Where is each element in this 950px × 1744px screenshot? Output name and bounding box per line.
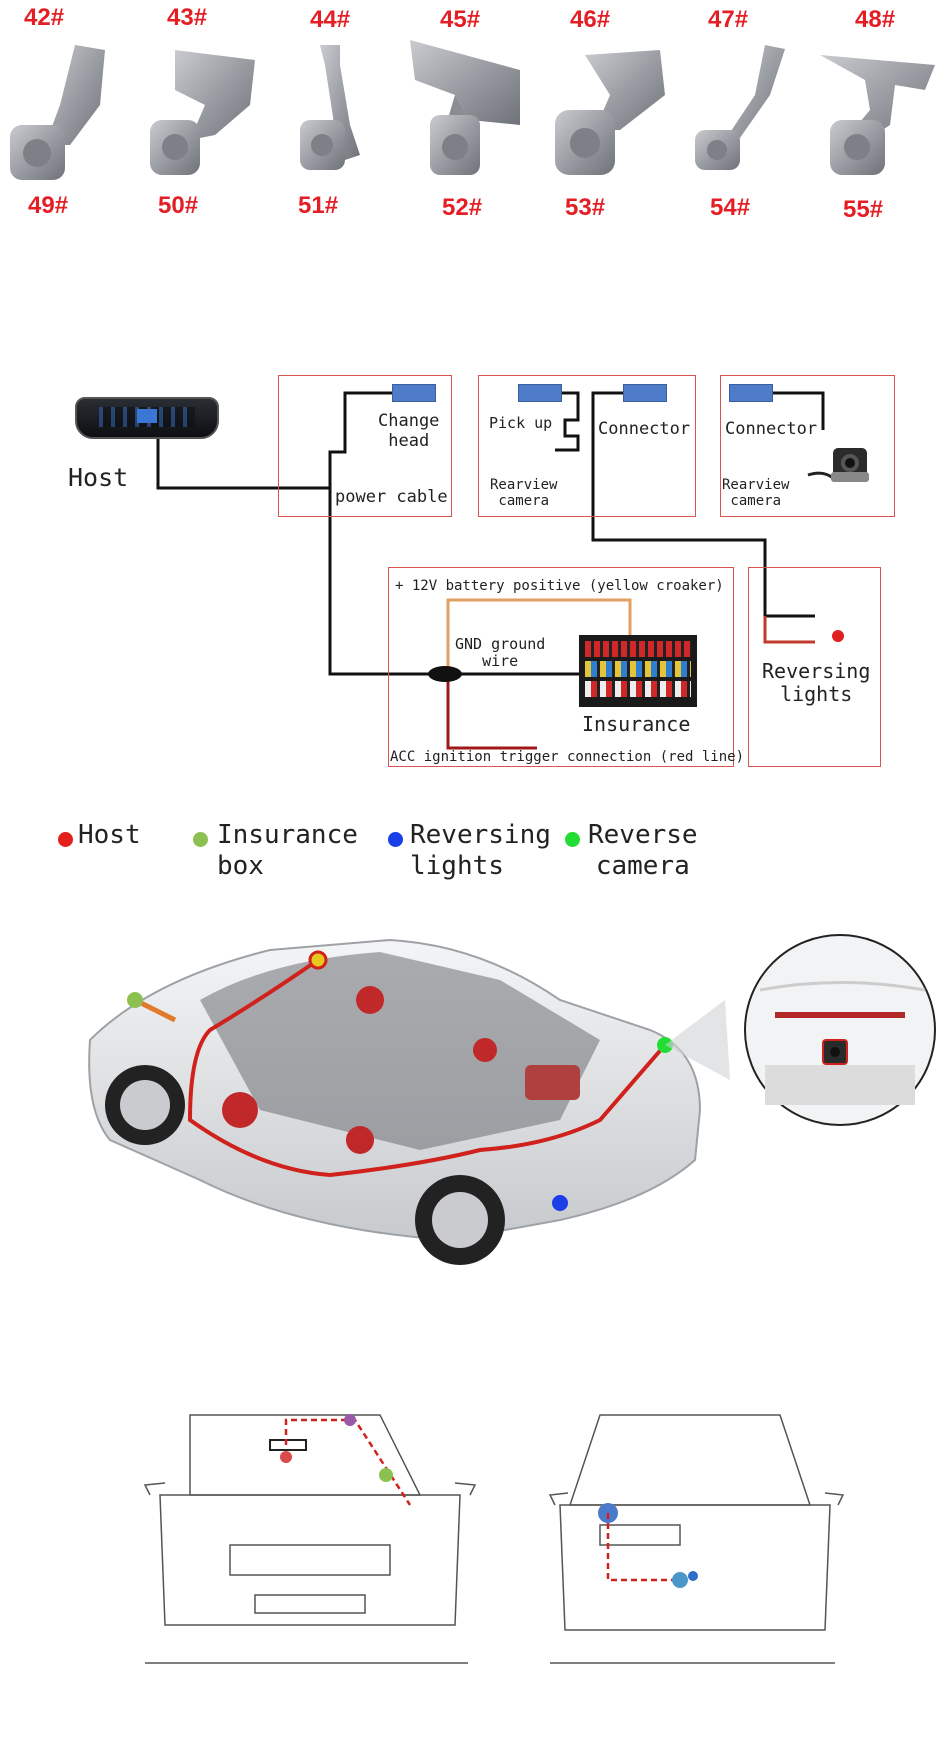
legend-insurance-box: Insurance box bbox=[217, 820, 358, 882]
pickup-tab bbox=[518, 384, 562, 402]
legend-reverse-camera: Reverse camera bbox=[588, 820, 698, 882]
power-cable-box bbox=[278, 375, 452, 517]
host-dot-icon bbox=[58, 832, 73, 847]
mount-catalog: 42# 43# 44# 45# 46# 47# 48# bbox=[0, 0, 950, 230]
bracket-53 bbox=[555, 50, 665, 175]
backup-camera-icon bbox=[807, 448, 869, 482]
mount-number: 49# bbox=[28, 192, 69, 219]
camera-connector-label: Connector bbox=[725, 419, 818, 439]
mount-number: 42# bbox=[24, 4, 65, 31]
mount-number: 44# bbox=[310, 6, 351, 33]
bracket-50 bbox=[150, 50, 255, 175]
pickup-label: Pick up bbox=[489, 414, 553, 432]
mount-number: 47# bbox=[708, 6, 749, 33]
camera-rearview-label: Rearview camera bbox=[722, 477, 790, 510]
reversing-dot-icon bbox=[388, 832, 403, 847]
bracket-illustrations bbox=[10, 40, 935, 180]
car-installation-illustration bbox=[88, 934, 936, 1265]
connector-label: Connector bbox=[598, 419, 691, 439]
mount-number: 54# bbox=[710, 194, 751, 221]
mount-number: 48# bbox=[855, 6, 896, 33]
front-rear-line-drawings bbox=[143, 1414, 845, 1664]
insurance-dot-icon bbox=[193, 832, 208, 847]
legend-host: Host bbox=[78, 820, 141, 850]
camera-connector-tab bbox=[729, 384, 773, 402]
bracket-51 bbox=[300, 45, 360, 170]
legend-reversing-lights: Reversing lights bbox=[410, 820, 551, 882]
mount-number: 43# bbox=[167, 4, 208, 31]
change-head-tab bbox=[392, 384, 436, 402]
host-label: Host bbox=[68, 463, 129, 492]
battery-positive-label: + 12V battery positive (yellow croaker) bbox=[395, 578, 724, 594]
mount-number: 51# bbox=[298, 192, 339, 219]
bracket-52 bbox=[410, 40, 520, 175]
wiring-diagram: Host Change head power cable Pick up Con… bbox=[0, 360, 950, 780]
battery-box bbox=[388, 567, 734, 767]
acc-label: ACC ignition trigger connection (red lin… bbox=[390, 749, 745, 765]
insurance-label: Insurance bbox=[582, 712, 691, 736]
pickup-box bbox=[478, 375, 696, 517]
power-cable-label: power cable bbox=[335, 487, 448, 507]
reverse-camera-dot-icon bbox=[565, 832, 580, 847]
bracket-55 bbox=[820, 55, 935, 175]
mount-number: 50# bbox=[158, 192, 199, 219]
mount-number: 45# bbox=[440, 6, 481, 33]
rear-view-drawing bbox=[548, 1414, 845, 1664]
legend: Host Insurance box Reversing lights Reve… bbox=[0, 820, 950, 900]
host-mirror-icon bbox=[75, 397, 219, 439]
change-head-label: Change head bbox=[378, 411, 440, 451]
bracket-49 bbox=[10, 45, 105, 180]
gnd-label: GND ground wire bbox=[455, 635, 546, 671]
reversing-lights-box bbox=[748, 567, 881, 767]
mount-number: 46# bbox=[570, 6, 611, 33]
fuse-box-icon bbox=[579, 635, 697, 707]
camera-connector-box bbox=[720, 375, 895, 517]
bracket-54 bbox=[695, 45, 785, 170]
reversing-lights-label: Reversing lights bbox=[762, 659, 871, 706]
mount-number: 53# bbox=[565, 194, 606, 221]
connector-tab bbox=[623, 384, 667, 402]
wires bbox=[156, 391, 844, 750]
mount-number: 52# bbox=[442, 194, 483, 221]
mount-number: 55# bbox=[843, 196, 884, 223]
rearview-camera-label: Rearview camera bbox=[490, 477, 558, 510]
front-view-drawing bbox=[143, 1414, 477, 1664]
